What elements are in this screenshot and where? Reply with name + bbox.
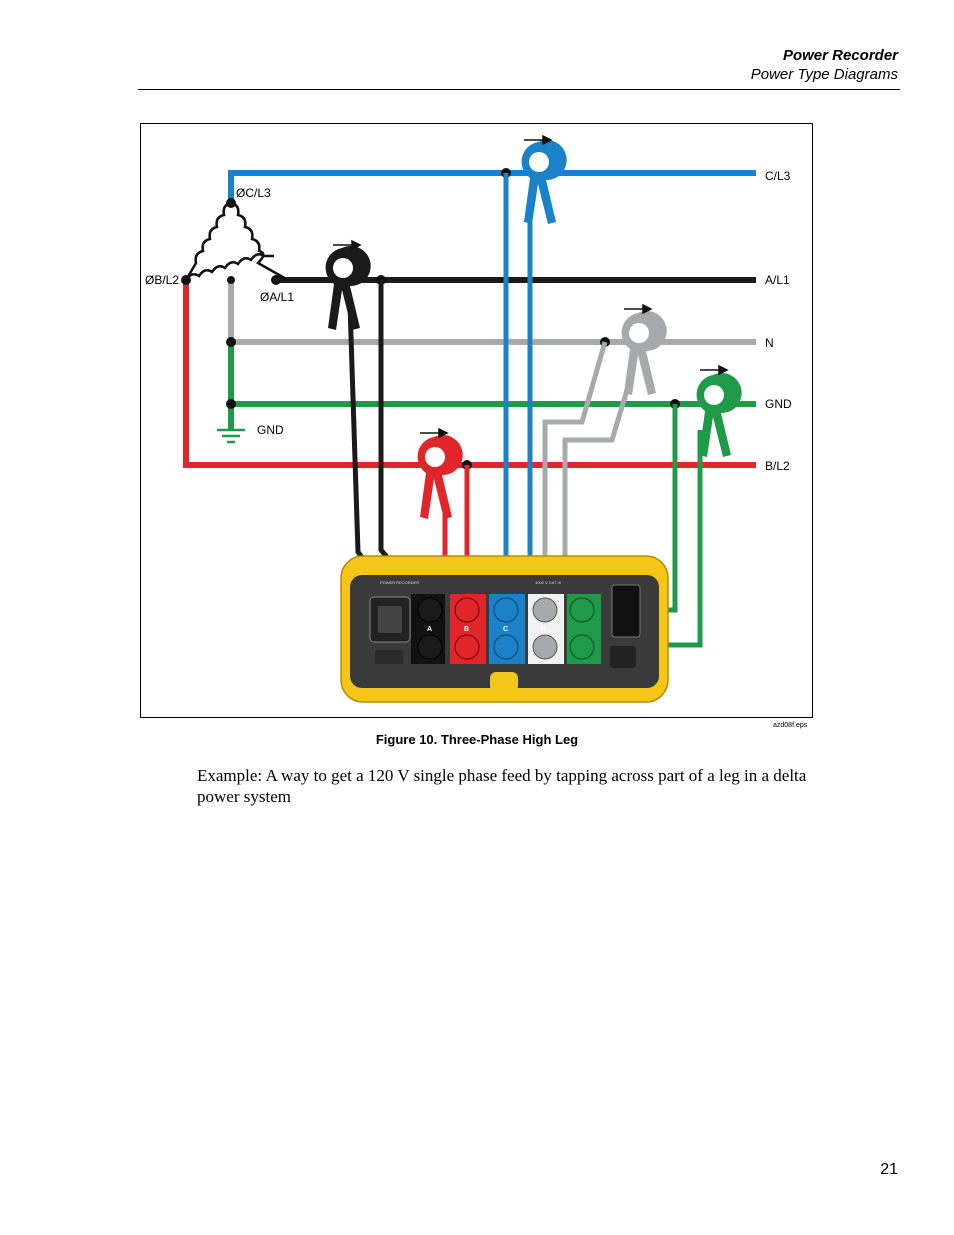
jack-gnd — [569, 597, 595, 660]
jack-label-c: C — [503, 626, 508, 633]
ground-symbol-icon — [217, 428, 245, 444]
jack-n — [532, 597, 558, 660]
label-source-phase-c: ØC/L3 — [236, 186, 271, 200]
clamp-phase-b-icon — [417, 435, 463, 519]
jack-b — [454, 597, 480, 660]
jack-label-b: B — [464, 626, 469, 633]
junction-dots — [181, 168, 680, 470]
header-rule — [138, 89, 900, 90]
delta-source — [184, 201, 289, 282]
page-number: 21 — [880, 1161, 898, 1178]
svg-text:POWER RECORDER: POWER RECORDER — [380, 580, 419, 585]
bus-line-b — [183, 280, 756, 468]
arrow-right-icons — [333, 134, 729, 439]
clamp-ground-icon — [696, 373, 742, 457]
figure-caption: Figure 10. Three-Phase High Leg — [375, 732, 579, 747]
clamp-neutral-icon — [621, 311, 667, 395]
jack-label-n: N — [541, 626, 546, 633]
clamp-phase-c-icon — [521, 140, 567, 224]
wiring-diagram: POWER RECORDER 1000 V CAT III A B C N ØC… — [145, 134, 792, 703]
bus-line-c — [228, 170, 756, 203]
clamp-phase-a-icon — [325, 246, 371, 330]
label-line-c: C/L3 — [765, 169, 791, 183]
bus-lines — [183, 170, 756, 468]
label-source-ground: GND — [257, 423, 284, 437]
label-source-phase-b: ØB/L2 — [145, 273, 179, 287]
label-line-b: B/L2 — [765, 459, 790, 473]
jack-label-a: A — [427, 626, 432, 633]
svg-text:1000 V CAT III: 1000 V CAT III — [535, 580, 561, 585]
header-subtitle: Power Type Diagrams — [750, 66, 898, 83]
label-line-a: A/L1 — [765, 273, 790, 287]
figure-frame — [140, 123, 813, 718]
header-title: Power Recorder — [782, 47, 898, 64]
label-line-n: N — [765, 336, 774, 350]
body-paragraph: Example: A way to get a 120 V single pha… — [197, 766, 807, 806]
jack-a — [417, 597, 443, 660]
figure-file-id: azd08f.eps — [773, 722, 808, 729]
jack-c — [493, 597, 519, 660]
label-source-phase-a: ØA/L1 — [260, 290, 294, 304]
label-line-gnd: GND — [765, 397, 792, 411]
power-recorder-instrument: POWER RECORDER 1000 V CAT III A B C N — [340, 555, 669, 703]
